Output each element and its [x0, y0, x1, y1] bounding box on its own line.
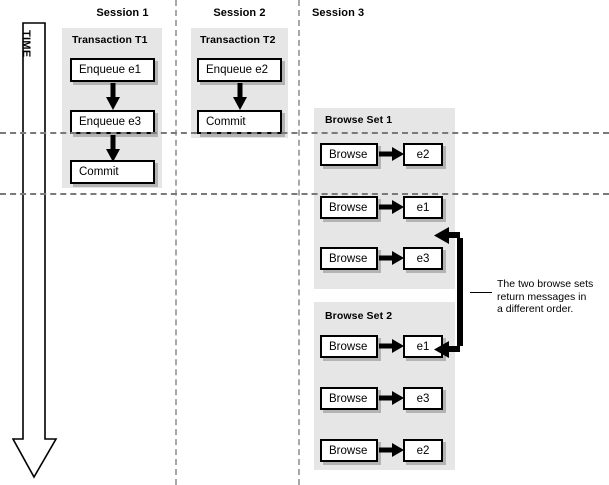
message-label: e3 [416, 252, 430, 265]
step-box-s1-enqueue-e1[interactable]: Enqueue e1 [70, 58, 155, 82]
message-box-bs1-r1[interactable]: e2 [403, 143, 443, 166]
browse-box-bs2-r3[interactable]: Browse [320, 439, 378, 462]
message-label: e2 [416, 148, 430, 161]
message-box-bs1-r3[interactable]: e3 [403, 247, 443, 270]
browse-label: Browse [329, 148, 368, 161]
flow-arrow-s2-1-icon [233, 83, 247, 110]
message-box-bs2-r3[interactable]: e2 [403, 439, 443, 462]
step-box-s1-enqueue-e3[interactable]: Enqueue e3 [70, 110, 155, 134]
step-box-s1-commit[interactable]: Commit [70, 160, 155, 184]
message-label: e1 [416, 201, 430, 214]
panel-title-browse-set-2: Browse Set 2 [325, 310, 393, 322]
browse-label: Browse [329, 340, 368, 353]
browse-arrow-bs2-r1-icon [379, 339, 404, 353]
browse-box-bs1-r1[interactable]: Browse [320, 143, 378, 166]
column-header-session-1: Session 1 [96, 7, 149, 19]
message-label: e1 [416, 340, 430, 353]
browse-box-bs1-r2[interactable]: Browse [320, 196, 378, 219]
annotation-line-3: a different order. [497, 303, 574, 315]
browse-arrow-bs1-r1-icon [379, 147, 404, 161]
step-box-s2-commit[interactable]: Commit [197, 110, 282, 134]
annotation-line-2: return messages in [497, 290, 587, 303]
panel-title-transaction-t1: Transaction T1 [72, 34, 148, 46]
double-headed-bracket-arrow-icon [434, 227, 463, 358]
session-separator-1-2 [175, 0, 177, 485]
browse-arrow-bs1-r2-icon [379, 200, 404, 214]
flow-arrow-s1-2-icon [106, 135, 120, 162]
step-box-s2-enqueue-e2[interactable]: Enqueue e2 [197, 58, 282, 82]
message-label: e3 [416, 392, 430, 405]
time-separator-1 [0, 132, 609, 134]
step-label: Enqueue e3 [79, 116, 142, 128]
flow-arrow-s1-1-icon [106, 83, 120, 110]
panel-title-browse-set-1: Browse Set 1 [325, 114, 393, 126]
browse-arrow-bs2-r3-icon [379, 443, 404, 457]
step-label: Enqueue e2 [206, 64, 269, 76]
browse-box-bs2-r1[interactable]: Browse [320, 335, 378, 358]
message-label: e2 [416, 444, 430, 457]
browse-box-bs2-r2[interactable]: Browse [320, 387, 378, 410]
panel-title-transaction-t2: Transaction T2 [200, 34, 276, 46]
annotation-text: The two browse sets return messages in a… [497, 278, 593, 316]
column-header-session-2: Session 2 [213, 7, 266, 19]
browse-label: Browse [329, 392, 368, 405]
column-header-session-3: Session 3 [312, 7, 365, 19]
message-box-bs2-r2[interactable]: e3 [403, 387, 443, 410]
step-label: Commit [79, 166, 119, 178]
browse-label: Browse [329, 444, 368, 457]
session-separator-2-3 [298, 0, 300, 485]
message-box-bs2-r1[interactable]: e1 [403, 335, 443, 358]
annotation-line-1: The two browse sets [497, 278, 594, 290]
step-label: Commit [206, 116, 246, 128]
step-label: Enqueue e1 [79, 64, 142, 76]
message-box-bs1-r2[interactable]: e1 [403, 196, 443, 219]
annotation-leader-line [470, 292, 492, 293]
browse-box-bs1-r3[interactable]: Browse [320, 247, 378, 270]
time-arrow-outline-icon [12, 22, 58, 479]
browse-arrow-bs1-r3-icon [379, 251, 404, 265]
browse-label: Browse [329, 201, 368, 214]
browse-arrow-bs2-r2-icon [379, 391, 404, 405]
time-separator-2 [0, 193, 609, 195]
browse-label: Browse [329, 252, 368, 265]
time-axis-label: TIME [20, 30, 32, 58]
